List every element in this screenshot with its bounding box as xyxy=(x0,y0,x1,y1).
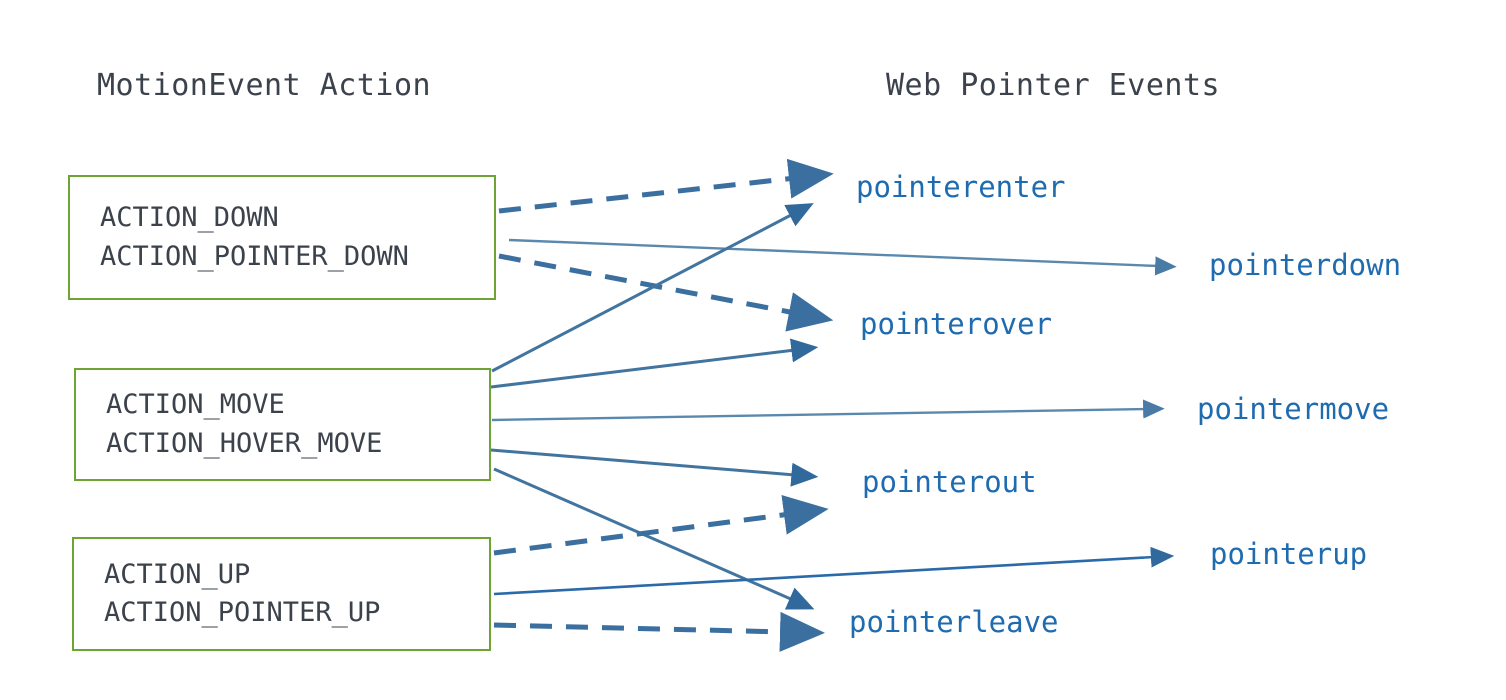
edge-down-to-pointerdown xyxy=(508,238,1177,276)
action-box-down[interactable]: ACTION_DOWN ACTION_POINTER_DOWN xyxy=(68,175,496,300)
action-box-up-line-2: ACTION_POINTER_UP xyxy=(104,597,381,628)
edge-move-to-pointerleave xyxy=(493,467,815,610)
edge-move-to-pointerover xyxy=(490,338,819,389)
edge-up-to-pointerout xyxy=(493,494,829,556)
column-header-web-pointer-events: Web Pointer Events xyxy=(886,68,1221,103)
event-label-pointerdown[interactable]: pointerdown xyxy=(1209,248,1402,282)
action-box-down-line-1: ACTION_DOWN xyxy=(100,202,279,234)
action-box-up-line-1: ACTION_UP xyxy=(104,558,251,590)
event-label-pointerover[interactable]: pointerover xyxy=(860,307,1053,341)
event-label-pointerup[interactable]: pointerup xyxy=(1210,537,1368,571)
event-label-pointerenter[interactable]: pointerenter xyxy=(856,170,1066,204)
action-box-down-line-2: ACTION_POINTER_DOWN xyxy=(100,240,409,272)
event-label-pointerout[interactable]: pointerout xyxy=(862,465,1037,499)
event-label-pointerleave[interactable]: pointerleave xyxy=(849,605,1059,639)
edge-down-to-pointerenter xyxy=(498,158,834,214)
action-box-move-line-2: ACTION_HOVER_MOVE xyxy=(106,427,383,459)
edge-move-to-pointermove xyxy=(491,399,1165,422)
edge-up-to-pointerleave xyxy=(493,611,825,652)
edge-move-to-pointerenter xyxy=(491,203,814,373)
edge-up-to-pointerup xyxy=(493,546,1175,596)
column-header-motionevent: MotionEvent Action xyxy=(97,68,432,103)
action-box-move-line-1: ACTION_MOVE xyxy=(106,389,285,421)
action-box-move[interactable]: ACTION_MOVE ACTION_HOVER_MOVE xyxy=(74,368,491,481)
event-label-pointermove[interactable]: pointermove xyxy=(1197,392,1390,426)
edge-down-to-pointerover xyxy=(498,253,834,332)
edge-move-to-pointerout xyxy=(490,448,819,487)
action-box-up[interactable]: ACTION_UP ACTION_POINTER_UP xyxy=(72,537,491,651)
